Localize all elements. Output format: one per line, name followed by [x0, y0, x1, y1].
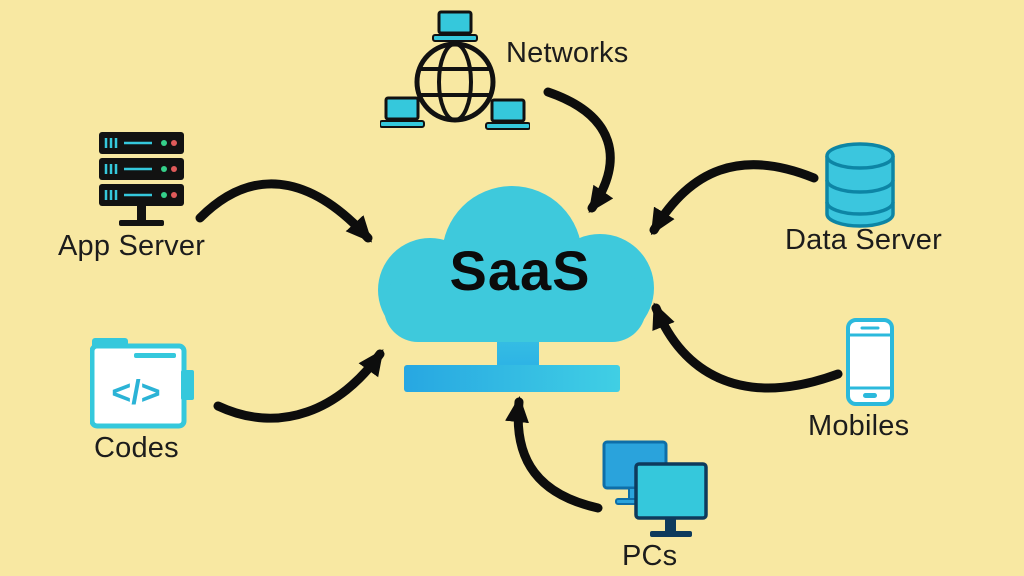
smartphone-icon [846, 318, 894, 406]
cloud-pedestal-base [404, 365, 620, 392]
code-window-icon: </> [90, 338, 194, 429]
network-globe-icon [380, 10, 530, 130]
pcs-label: PCs [622, 540, 678, 572]
database-icon [825, 142, 895, 228]
network-computer-top [432, 10, 478, 42]
node-app-server [94, 132, 189, 234]
pc-monitor-front [634, 462, 708, 537]
server-rack-icon [99, 132, 184, 226]
node-pcs [600, 440, 718, 546]
data-server-label: Data Server [785, 224, 942, 256]
arrow-codes-to-cloud [213, 349, 385, 423]
node-networks [380, 10, 530, 140]
node-codes: </> [90, 338, 198, 432]
arrow-appserver-to-cloud [195, 179, 373, 243]
arrow-networks-to-cloud [543, 87, 615, 213]
network-computer-right [485, 98, 530, 130]
arrow-pcs-to-cloud [505, 396, 603, 513]
arrow-mobiles-to-cloud [651, 302, 843, 393]
saas-label: SaaS [449, 239, 591, 302]
codes-label: Codes [94, 432, 179, 464]
code-glyph: </> [111, 374, 160, 412]
app-server-label: App Server [58, 230, 206, 262]
desktop-monitors-icon [602, 440, 708, 537]
node-mobiles [846, 318, 894, 406]
node-data-server [822, 142, 898, 232]
networks-label: Networks [506, 37, 629, 69]
network-computer-left [380, 96, 425, 128]
saas-cloud-icon [378, 186, 654, 342]
arrow-dataserver-to-cloud [649, 160, 819, 236]
mobiles-label: Mobiles [808, 410, 910, 442]
